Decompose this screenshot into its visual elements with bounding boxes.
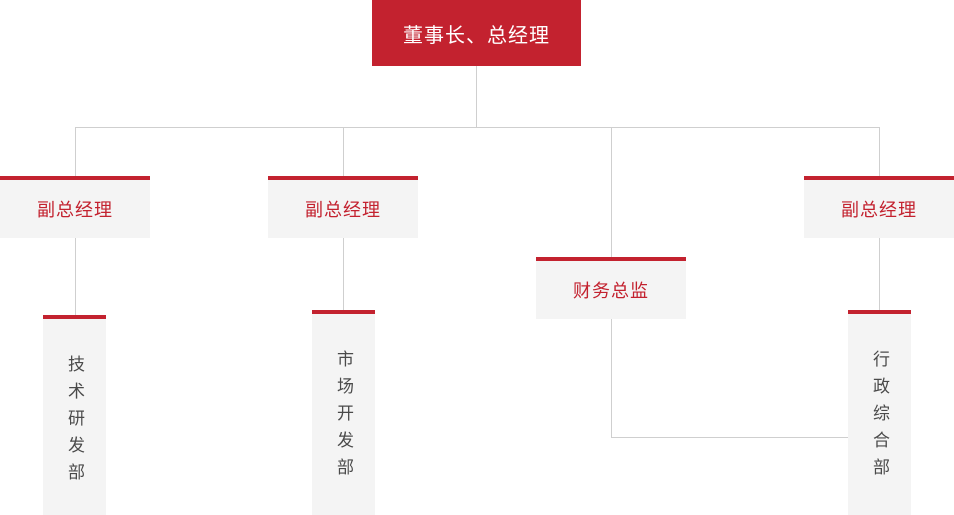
- node-cfo-label: 财务总监: [573, 281, 649, 301]
- connector-cfo-elbow-horizontal: [611, 437, 849, 438]
- connector-cfo-elbow-vertical: [611, 317, 612, 438]
- connector-drop-vp2: [343, 127, 344, 177]
- node-vp2-label: 副总经理: [305, 200, 381, 220]
- node-vp3[interactable]: 副总经理: [804, 176, 954, 238]
- connector-vp2-dept2: [343, 237, 344, 316]
- node-dept-administration[interactable]: 行政综合部: [848, 310, 911, 515]
- node-vp1[interactable]: 副总经理: [0, 176, 150, 238]
- node-chairman[interactable]: 董事长、总经理: [372, 0, 581, 66]
- node-dept-administration-label: 行政综合部: [870, 350, 889, 485]
- connector-chairman-stem: [476, 66, 477, 127]
- node-chairman-label: 董事长、总经理: [403, 24, 550, 47]
- node-dept-technology[interactable]: 技术研发部: [43, 315, 106, 515]
- connector-bus: [75, 127, 880, 128]
- node-vp2[interactable]: 副总经理: [268, 176, 418, 238]
- connector-drop-vp1: [75, 127, 76, 177]
- node-vp1-label: 副总经理: [37, 200, 113, 220]
- connector-vp1-dept1: [75, 237, 76, 316]
- node-dept-market-label: 市场开发部: [334, 350, 353, 485]
- connector-drop-vp3: [879, 127, 880, 177]
- connector-drop-cfo: [611, 127, 612, 258]
- node-cfo[interactable]: 财务总监: [536, 257, 686, 319]
- node-dept-market[interactable]: 市场开发部: [312, 310, 375, 515]
- connector-vp3-dept3: [879, 237, 880, 316]
- node-dept-technology-label: 技术研发部: [65, 355, 84, 490]
- node-vp3-label: 副总经理: [841, 200, 917, 220]
